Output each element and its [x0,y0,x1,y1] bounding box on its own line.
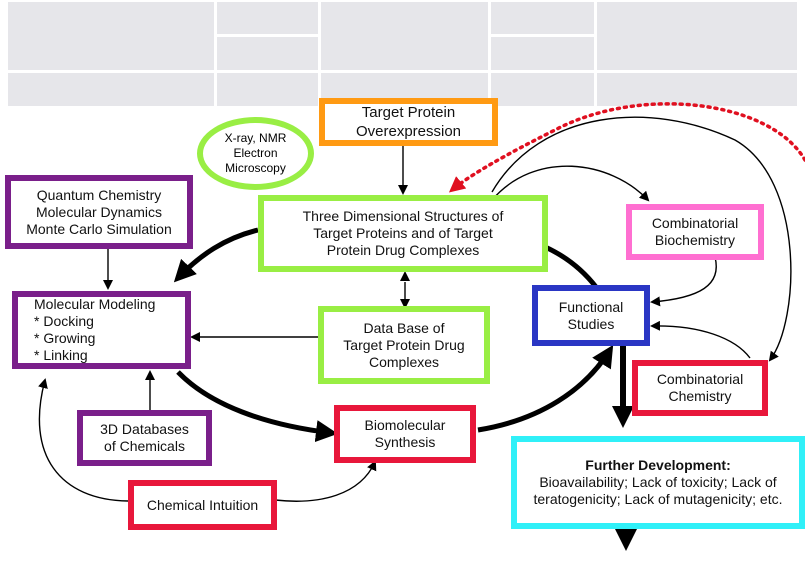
arrow-intuition-to-synthesis [274,460,377,502]
node-combinatorial-chemistry: Combinatorial Chemistry [632,360,768,416]
node-further-development: Further Development: Bioavailability; La… [511,436,805,529]
header-cell [597,73,797,106]
arrow-structures-to-combi-biochem [491,165,650,202]
node-quantum-chemistry: Quantum Chemistry Molecular Dynamics Mon… [5,175,193,249]
header-cell [217,37,318,70]
further-development-title: Further Development: [585,457,731,473]
header-cell [8,2,214,70]
node-chemical-intuition: Chemical Intuition [128,480,277,530]
further-development-body: Bioavailability; Lack of toxicity; Lack … [533,474,783,507]
header-cell [217,2,318,34]
arrowhead-up [400,271,410,281]
arrow-combi-biochem-to-functional [650,256,717,307]
node-molecular-modeling: Molecular Modeling * Docking * Growing *… [12,291,191,369]
node-combinatorial-biochemistry: Combinatorial Biochemistry [626,204,764,260]
arrow-structures-to-combi-chem [491,116,792,362]
header-cell [321,2,488,70]
header-cell [491,2,594,34]
node-3d-structures: Three Dimensional Structures of Target P… [258,195,548,272]
header-cell [8,73,214,106]
node-target-protein-database: Data Base of Target Protein Drug Complex… [318,306,490,384]
node-biomolecular-synthesis: Biomolecular Synthesis [334,405,476,463]
node-functional-studies: Functional Studies [532,285,650,346]
header-cell [217,73,318,106]
header-cell [491,37,594,70]
header-cell [597,2,797,70]
arrowhead-down [400,299,410,309]
cycle-arrow-synthesis-to-functional [477,344,614,433]
header-cell [491,73,594,106]
cycle-arrow-modeling-to-synthesis [176,370,338,443]
header-table [0,0,805,108]
arrow-intuition-to-modeling [38,378,129,502]
node-xray-nmr: X-ray, NMR Electron Microscopy [197,117,314,190]
node-target-protein-overexpression: Target Protein Overexpression [319,98,498,146]
arrow-combi-chem-to-functional [650,320,751,359]
cycle-arrow-structures-to-modeling [173,227,259,283]
node-3d-databases: 3D Databases of Chemicals [77,410,212,466]
dotted-feedback-arrow [448,102,805,193]
